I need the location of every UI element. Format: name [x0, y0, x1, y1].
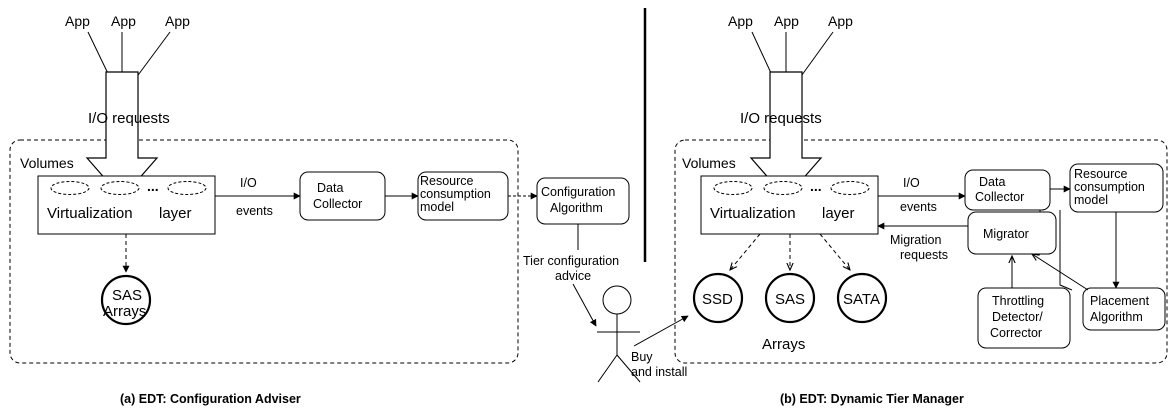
io-requests-label: I/O requests [88, 110, 170, 127]
sata-label: SATA [843, 291, 880, 308]
data-collector-label-r1: Data [979, 175, 1005, 189]
panel-dynamic-tier-manager: App App App I/O requests Volumes ... Vir… [674, 13, 1168, 406]
io-requests-label-r: I/O requests [740, 110, 822, 127]
io-events-label-2: events [236, 204, 273, 218]
sata-disk [836, 272, 888, 324]
app-label-r3: App [828, 13, 853, 29]
throttling-label-3: Corrector [990, 326, 1042, 340]
arrays-label: Arrays [103, 303, 146, 320]
sas-label-r: SAS [775, 291, 805, 308]
sas-label: SAS [112, 287, 142, 304]
data-collector-label-2: Collector [313, 197, 362, 211]
configuration-algorithm-box [536, 177, 630, 225]
volume-ellipse-3 [167, 181, 207, 195]
migration-requests-label-2: requests [900, 248, 948, 262]
virt-to-sata-arrow [819, 233, 850, 270]
resource-model-label-1: Resource [420, 174, 474, 188]
resource-model-label-2: consumption [420, 187, 491, 201]
data-collector-label-1: Data [317, 181, 343, 195]
layer-label: layer [159, 205, 192, 222]
ssd-label: SSD [702, 291, 733, 308]
collector-to-throttling-path [1059, 210, 1073, 291]
app-label-2: App [111, 13, 136, 29]
throttling-label-2: Detector/ [992, 310, 1043, 324]
volume-ellipse-r1 [713, 181, 753, 195]
migrator-label: Migrator [983, 227, 1029, 241]
app-label-r2: App [774, 13, 799, 29]
resource-model-label-r2: consumption [1074, 180, 1145, 194]
volumes-label: Volumes [20, 155, 74, 171]
virtualization-layer-box [37, 175, 216, 235]
placement-algorithm-label-1: Placement [1090, 294, 1150, 308]
volume-ellipse-2 [100, 181, 140, 195]
sas-disk [764, 272, 816, 324]
volume-ellipse-r2 [763, 181, 803, 195]
administrator-person-icon [597, 285, 641, 383]
buy-label-2: and install [631, 365, 687, 379]
person-to-disks-arrow [633, 315, 689, 347]
advice-to-person-arrow [572, 283, 597, 327]
configuration-algorithm-label-2: Algorithm [550, 201, 603, 215]
resource-model-label-r3: model [1074, 193, 1108, 207]
resource-model-label-r1: Resource [1074, 167, 1128, 181]
middle-section: Tier configuration advice Buy and instal… [523, 254, 689, 383]
layer-label-r: layer [822, 205, 855, 222]
buy-label-1: Buy [631, 350, 653, 364]
data-collector-label-r2: Collector [975, 190, 1024, 204]
arrays-label-r: Arrays [762, 336, 805, 353]
resource-model-label-3: model [420, 200, 454, 214]
placement-algorithm-box [1082, 287, 1166, 331]
panel-configuration-adviser: App App App I/O requests Volumes ... Vir… [9, 13, 630, 406]
placement-algorithm-label-2: Algorithm [1090, 310, 1143, 324]
panel-a-boundary [9, 139, 519, 364]
data-collector-box [299, 171, 386, 221]
io-events-label-r1: I/O [903, 176, 920, 190]
volume-ellipse-r3 [830, 181, 870, 195]
migrator-box [967, 211, 1057, 255]
app-label-r1: App [728, 13, 753, 29]
configuration-algorithm-label-1: Configuration [541, 185, 615, 199]
caption-b: (b) EDT: Dynamic Tier Manager [780, 392, 964, 406]
throttling-detector-box [977, 287, 1071, 349]
io-events-label-r2: events [900, 200, 937, 214]
throttling-label-1: Throttling [992, 294, 1044, 308]
panel-b-boundary [674, 139, 1168, 364]
ellipsis-dots: ... [147, 178, 159, 194]
volumes-label-r: Volumes [682, 155, 736, 171]
data-collector-box-r [964, 169, 1051, 211]
ellipsis-dots-r: ... [810, 178, 822, 194]
io-events-label-1: I/O [240, 176, 257, 190]
placement-to-migrator-arrow [1032, 254, 1089, 291]
advice-label-2: advice [555, 269, 591, 283]
virtualization-layer-box-r [700, 175, 879, 235]
caption-a: (a) EDT: Configuration Adviser [120, 392, 301, 406]
app-label-1: App [65, 13, 90, 29]
sas-arrays-disk [100, 274, 152, 326]
ssd-disk [692, 272, 744, 324]
virtualization-label: Virtualization [47, 205, 133, 222]
migration-requests-label-1: Migration [890, 233, 941, 247]
virt-to-ssd-arrow [730, 233, 761, 270]
volume-ellipse-1 [50, 181, 90, 195]
advice-label-1: Tier configuration [523, 254, 619, 268]
virtualization-label-r: Virtualization [710, 205, 796, 222]
app-label-3: App [165, 13, 190, 29]
